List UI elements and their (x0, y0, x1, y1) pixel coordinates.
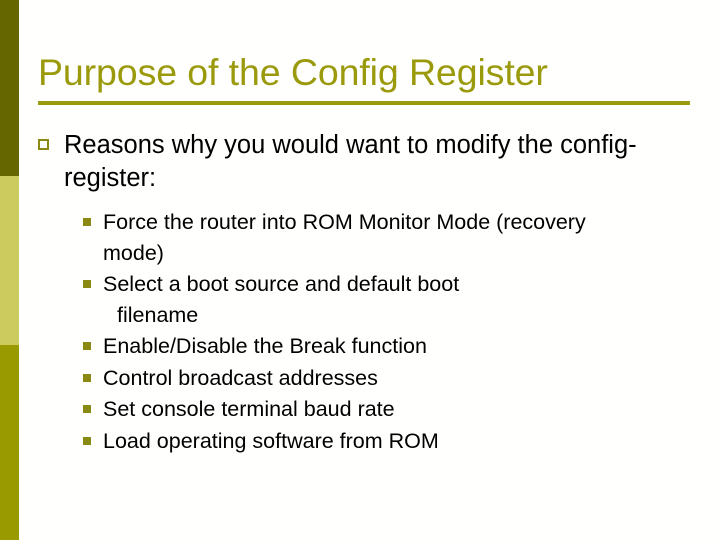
title-underline-rule (38, 100, 690, 105)
bullet-item-level2: Set console terminal baud rate (83, 394, 698, 425)
bullet-level2-label: Load operating software from ROM (103, 428, 439, 453)
bullet-item-level2: Force the router into ROM Monitor Mode (… (83, 207, 698, 268)
bullet-item-level2: Control broadcast addresses (83, 363, 698, 394)
sidebar-segment-top (0, 0, 19, 176)
bullet-item-level2: Load operating software from ROM (83, 426, 698, 457)
filled-square-bullet-icon (83, 405, 91, 414)
filled-square-bullet-icon (83, 280, 91, 289)
bullet-item-level2: Enable/Disable the Break function (83, 331, 698, 362)
slide-title: Purpose of the Config Register (38, 51, 548, 93)
filled-square-bullet-icon (83, 373, 91, 382)
bullet-level2-label: Control broadcast addresses (103, 365, 378, 390)
bullet-list-level2: Force the router into ROM Monitor Mode (… (83, 207, 698, 456)
bullet-level2-label: Enable/Disable the Break function (103, 334, 427, 359)
slide-title-block: Purpose of the Config Register (38, 51, 692, 105)
hollow-square-bullet-icon (38, 139, 49, 150)
bullet-level2-label: Set console terminal baud rate (103, 397, 395, 422)
bullet-level2-text: Select a boot source and default boot (103, 272, 460, 297)
slide-body: Reasons why you would want to modify the… (38, 129, 698, 457)
filled-square-bullet-icon (83, 436, 91, 445)
bullet-item-level1: Reasons why you would want to modify the… (38, 129, 698, 195)
filled-square-bullet-icon (83, 342, 91, 351)
bullet-item-level2: Select a boot source and default boot fi… (83, 269, 698, 330)
filled-square-bullet-icon (83, 218, 91, 227)
slide-sidebar-decoration (0, 0, 19, 540)
sidebar-segment-bottom (0, 345, 19, 540)
bullet-level1-label: Reasons why you would want to modify the… (64, 131, 637, 193)
sidebar-segment-middle (0, 176, 19, 345)
bullet-level2-label: Select a boot source and default boot fi… (103, 269, 459, 330)
bullet-level2-continuation: filename (117, 302, 199, 327)
bullet-level2-label: Force the router into ROM Monitor Mode (… (103, 210, 586, 265)
